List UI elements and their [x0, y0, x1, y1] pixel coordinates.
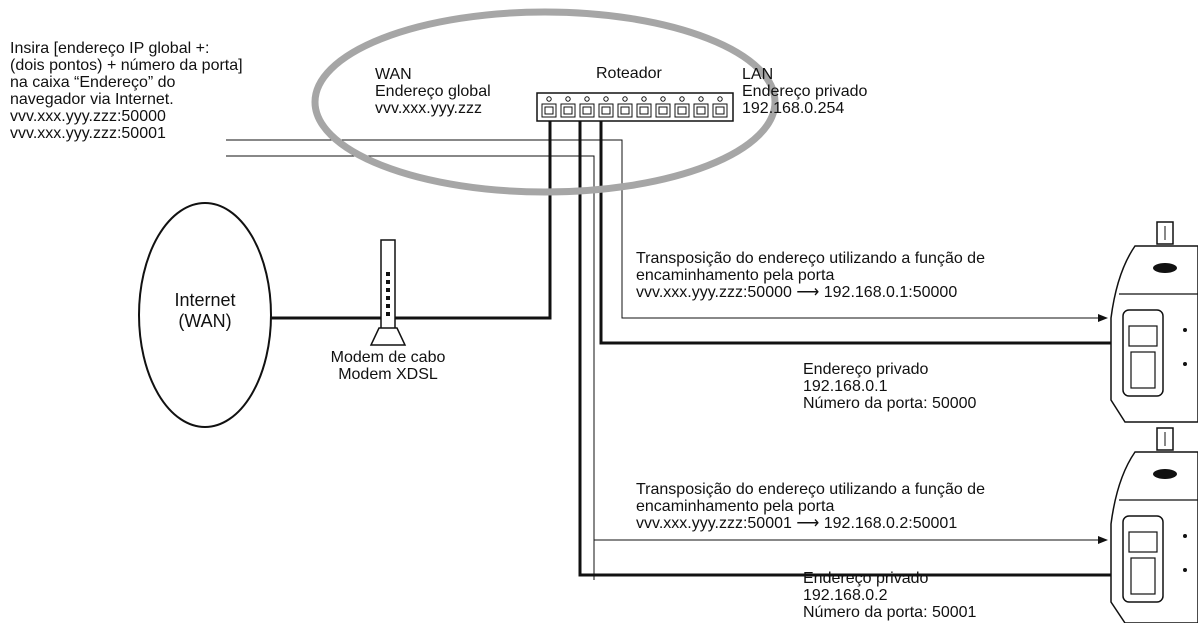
router-port — [618, 104, 632, 117]
router-led — [585, 97, 589, 101]
camera2-port: Número da porta: 50001 — [803, 604, 976, 621]
router-port — [694, 104, 708, 117]
router-led — [623, 97, 627, 101]
wan-label: Endereço global — [375, 83, 491, 100]
router-led — [604, 97, 608, 101]
forward1-to: 192.168.0.1:50000 — [824, 284, 957, 301]
instruction-line2: (dois pontos) + número da porta] — [10, 57, 243, 74]
forward2-line1: Transposição do endereço utilizando a fu… — [636, 481, 985, 498]
router-label: Roteador — [596, 65, 662, 82]
router-camera1-cable — [601, 118, 1112, 343]
lan-label: Endereço privado — [742, 83, 867, 100]
forward2-mapping: vvv.xxx.yyy.zzz:50001 ⟶ 192.168.0.2:5000… — [636, 515, 985, 532]
camera2-icon — [1111, 428, 1198, 623]
router-port — [637, 104, 651, 117]
router-port — [599, 104, 613, 117]
router-led — [680, 97, 684, 101]
router-led — [547, 97, 551, 101]
instruction-addr2: vvv.xxx.yyy.zzz:50001 — [10, 125, 243, 142]
forward1-text: Transposição do endereço utilizando a fu… — [636, 250, 985, 301]
camera2-info: Endereço privado 192.168.0.2 Número da p… — [803, 570, 976, 621]
internet-line2: (WAN) — [145, 311, 265, 332]
router-port — [561, 104, 575, 117]
forward1-arrow-glyph: ⟶ — [796, 284, 819, 301]
forward1-mapping: vvv.xxx.yyy.zzz:50000 ⟶ 192.168.0.1:5000… — [636, 284, 985, 301]
camera1-label: Endereço privado — [803, 361, 976, 378]
addr1-leader-line — [226, 140, 622, 206]
modem-line1: Modem de cabo — [313, 349, 463, 366]
internet-modem-cable — [270, 118, 550, 318]
wan-label-block: WAN Endereço global vvv.xxx.yyy.zzz — [375, 66, 491, 117]
camera1-address: 192.168.0.1 — [803, 378, 976, 395]
forward2-to: 192.168.0.2:50001 — [824, 515, 957, 532]
router-icon — [537, 93, 733, 121]
camera2-label: Endereço privado — [803, 570, 976, 587]
router-led — [661, 97, 665, 101]
router-port — [656, 104, 670, 117]
internet-label: Internet (WAN) — [145, 290, 265, 332]
router-port — [580, 104, 594, 117]
wan-title: WAN — [375, 66, 491, 83]
forward2-arrow-glyph: ⟶ — [796, 515, 819, 532]
modem-label: Modem de cabo Modem XDSL — [313, 349, 463, 383]
forward1-arrowhead — [1098, 314, 1108, 322]
forward2-text: Transposição do endereço utilizando a fu… — [636, 481, 985, 532]
router-led — [699, 97, 703, 101]
camera1-port: Número da porta: 50000 — [803, 395, 976, 412]
forward1-line1: Transposição do endereço utilizando a fu… — [636, 250, 985, 267]
router-led — [642, 97, 646, 101]
instruction-line1: Insira [endereço IP global +: — [10, 40, 243, 57]
instruction-addr1: vvv.xxx.yyy.zzz:50000 — [10, 108, 243, 125]
router-led — [566, 97, 570, 101]
modem-icon — [371, 240, 405, 345]
instruction-text: Insira [endereço IP global +: (dois pont… — [10, 40, 243, 142]
internet-line1: Internet — [145, 290, 265, 311]
lan-label-block: LAN Endereço privado 192.168.0.254 — [742, 66, 867, 117]
forward1-line2: encaminhamento pela porta — [636, 267, 985, 284]
lan-title: LAN — [742, 66, 867, 83]
instruction-line3: na caixa “Endereço” do — [10, 74, 243, 91]
forward2-line2: encaminhamento pela porta — [636, 498, 985, 515]
modem-line2: Modem XDSL — [313, 366, 463, 383]
camera1-icon — [1111, 222, 1198, 422]
router-port — [542, 104, 556, 117]
camera2-address: 192.168.0.2 — [803, 587, 976, 604]
lan-address: 192.168.0.254 — [742, 100, 867, 117]
wan-address: vvv.xxx.yyy.zzz — [375, 100, 491, 117]
forward2-from: vvv.xxx.yyy.zzz:50001 — [636, 515, 792, 532]
camera1-info: Endereço privado 192.168.0.1 Número da p… — [803, 361, 976, 412]
forward2-arrowhead — [1098, 536, 1108, 544]
router-port — [713, 104, 727, 117]
router-led — [718, 97, 722, 101]
instruction-line4: navegador via Internet. — [10, 91, 243, 108]
forward1-from: vvv.xxx.yyy.zzz:50000 — [636, 284, 792, 301]
router-port — [675, 104, 689, 117]
